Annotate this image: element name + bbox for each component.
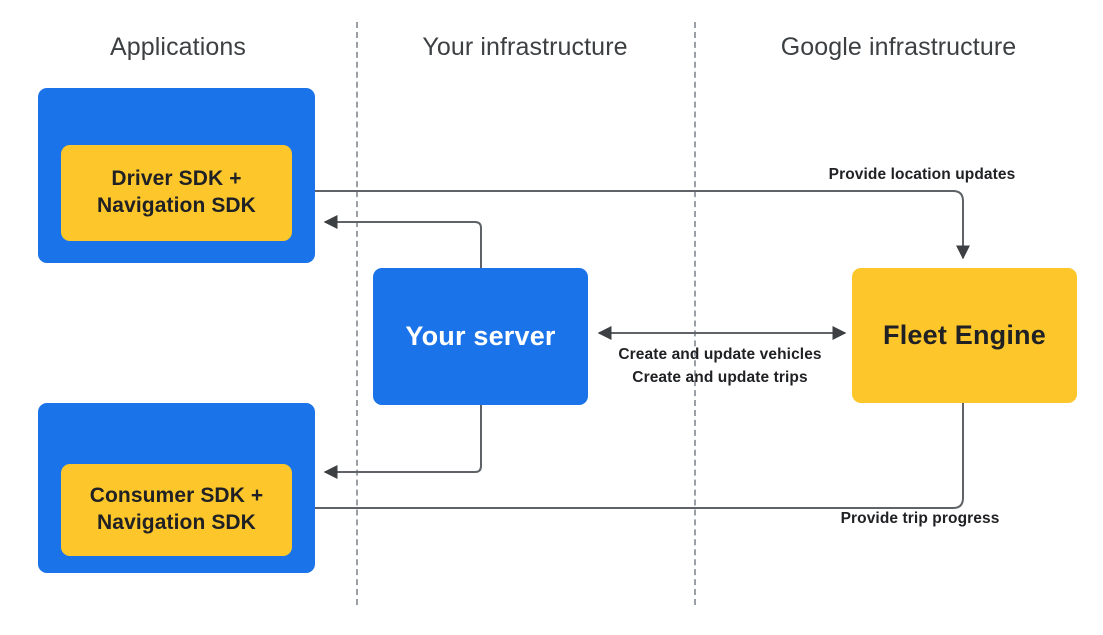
node-driver-sdk[interactable]: Driver SDK + Navigation SDK: [61, 145, 292, 241]
node-consumer-sdk[interactable]: Consumer SDK + Navigation SDK: [61, 464, 292, 556]
node-your-server[interactable]: Your server: [373, 268, 588, 405]
driver-sdk-label: Driver SDK + Navigation SDK: [97, 167, 256, 217]
column-header-google-infrastructure: Google infrastructure: [780, 33, 1017, 61]
edge-label-provide-trip-progress: Provide trip progress: [840, 510, 1000, 527]
divider-infrastructure-google: [694, 22, 696, 605]
edge-label-server-fleet: Create and update vehicles Create and up…: [588, 344, 852, 390]
column-header-your-infrastructure: Your infrastructure: [422, 33, 628, 61]
edge-server-to-consumer-app: [323, 405, 482, 479]
edge-label-provide-location-updates: Provide location updates: [828, 166, 1016, 183]
edge-label-create-update-trips: Create and update trips: [632, 368, 808, 386]
edge-label-create-update-vehicles: Create and update vehicles: [618, 346, 822, 363]
your-server-label: Your server: [405, 321, 556, 351]
edge-fleet-to-consumer-trip-progress: [300, 403, 964, 515]
column-header-applications: Applications: [109, 33, 246, 61]
fleet-engine-label: Fleet Engine: [883, 320, 1046, 350]
node-fleet-engine[interactable]: Fleet Engine: [852, 268, 1077, 403]
edge-driver-to-fleet-location-updates: [292, 190, 970, 260]
edge-server-to-driver-app: [323, 215, 482, 268]
divider-applications-infrastructure: [356, 22, 358, 605]
consumer-sdk-label: Consumer SDK + Navigation SDK: [89, 484, 264, 534]
